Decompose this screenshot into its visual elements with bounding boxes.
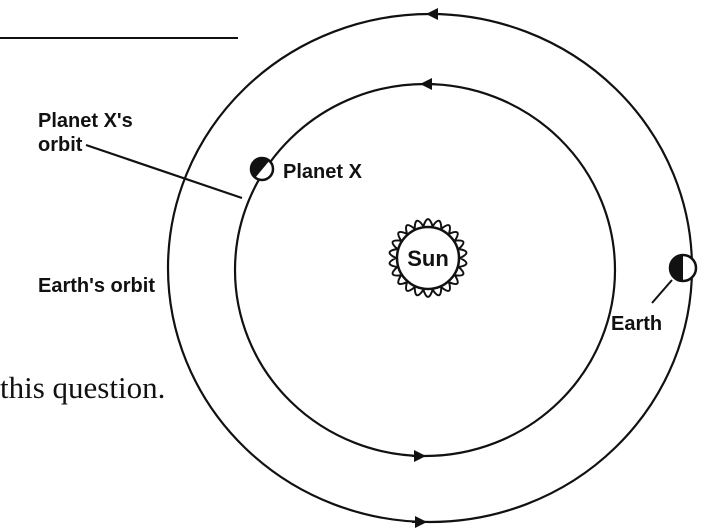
sun-icon (388, 218, 468, 298)
planet-x-icon (249, 156, 275, 182)
planet-x-orbit-label-line1: Planet X's (38, 110, 133, 132)
earth-label: Earth (611, 313, 662, 335)
planet-x-orbit-label-line2: orbit (38, 134, 83, 156)
sun-label: Sun (407, 246, 449, 271)
earth-icon (668, 253, 698, 283)
question-text-fragment: this question. (0, 370, 165, 405)
planet-x-orbit-leader-line (85, 143, 243, 200)
earth-orbit-label: Earth's orbit (38, 275, 155, 297)
planet-x-label: Planet X (283, 161, 363, 183)
earth-leader-line (651, 279, 673, 304)
